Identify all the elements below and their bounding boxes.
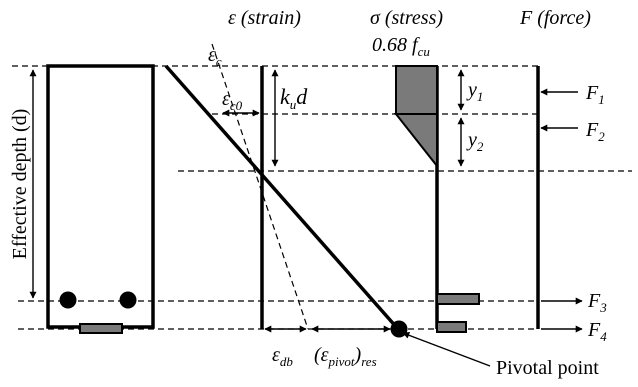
f2-label: F2: [585, 119, 605, 144]
f3-label: F3: [587, 290, 607, 315]
stress-parabolic-block: [393, 113, 438, 169]
strain-header: ε (strain): [228, 7, 301, 29]
f1-label: F1: [585, 82, 605, 107]
rebar-right: [119, 291, 137, 309]
y2-label: y2: [466, 129, 484, 154]
force-diagram: F (force) F1 F2 F3 F4: [519, 7, 607, 344]
pivotal-point-leader: [402, 331, 491, 367]
stress-block-label: 0.68 fcu: [372, 34, 430, 59]
strain-diagram: ε (strain) εc εc0 kud εdb (εpivot)res: [164, 7, 408, 369]
y1-label: y1: [466, 79, 483, 104]
stress-header: σ (stress): [370, 7, 443, 29]
force-header: F (force): [519, 7, 591, 29]
stress-diagram: σ (stress) 0.68 fcu y1 y2: [370, 7, 484, 333]
kud-label: kud: [280, 84, 308, 112]
steel-stress-block: [436, 293, 480, 305]
stress-rect-block: [395, 65, 438, 115]
bonded-stress-block: [436, 321, 467, 333]
ec-label: εc: [208, 44, 222, 69]
pivot-strain-label: (εpivot)res: [314, 344, 377, 369]
beam-section: Effective depth (d): [9, 64, 155, 334]
strain-dashed-profile: [211, 43, 309, 330]
bonded-layer: [79, 323, 123, 334]
pivot-point-marker: [390, 320, 408, 338]
strain-profile-line: [164, 64, 400, 331]
edb-label: εdb: [272, 344, 293, 369]
rebar-left: [59, 291, 77, 309]
pivotal-point-label: Pivotal point: [496, 357, 599, 379]
f4-label: F4: [587, 319, 607, 344]
effective-depth-label: Effective depth (d): [9, 109, 31, 260]
section-outline: [46, 64, 155, 329]
ec0-label: εc0: [222, 88, 243, 113]
